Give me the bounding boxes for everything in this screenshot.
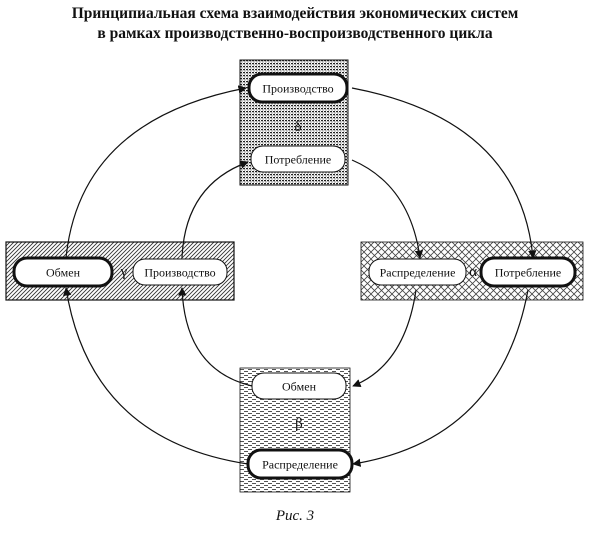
node-gamma-exchange: Обмен [12,256,114,288]
node-label: Обмен [46,266,81,280]
symbol-beta: β [295,416,303,432]
title-line-2: в рамках производственно-воспроизводстве… [97,25,493,42]
diagram-title: Принципиальная схема взаимодействия экон… [0,4,590,44]
title-line-1: Принципиальная схема взаимодействия экон… [71,5,519,22]
node-beta-exchange: Обмен [251,372,347,400]
node-label: Распределение [380,266,456,280]
node-label: Производство [144,266,215,280]
node-gamma-production: Производство [132,258,228,286]
node-label: Распределение [262,458,338,472]
node-label: Потребление [265,153,332,167]
symbol-alpha: α [469,264,477,280]
outer-arc-distribution-to-exchange [63,287,249,465]
outer-arc-production-to-consumption [351,87,537,259]
node-alpha-consumption: Потребление [479,256,577,288]
node-label: Производство [262,82,333,96]
node-label: Потребление [495,266,562,280]
node-alpha-distribution: Распределение [368,258,467,286]
node-label: Обмен [282,380,317,394]
figure-caption: Рис. 3 [275,508,315,524]
inner-arc-production-to-consumption [181,160,249,259]
outer-arc-consumption-to-distribution [352,289,529,467]
inner-arc-distribution-to-exchange [352,289,417,388]
outer-arc-exchange-to-production [65,85,247,259]
node-delta-consumption: Потребление [250,145,346,173]
node-beta-distribution: Распределение [246,448,354,480]
inner-arc-exchange-to-production [178,287,253,387]
inner-arc-consumption-to-distribution [351,159,424,259]
symbol-gamma: γ [120,264,128,280]
symbol-delta: δ [294,119,301,135]
node-delta-production: Производство [247,72,349,104]
